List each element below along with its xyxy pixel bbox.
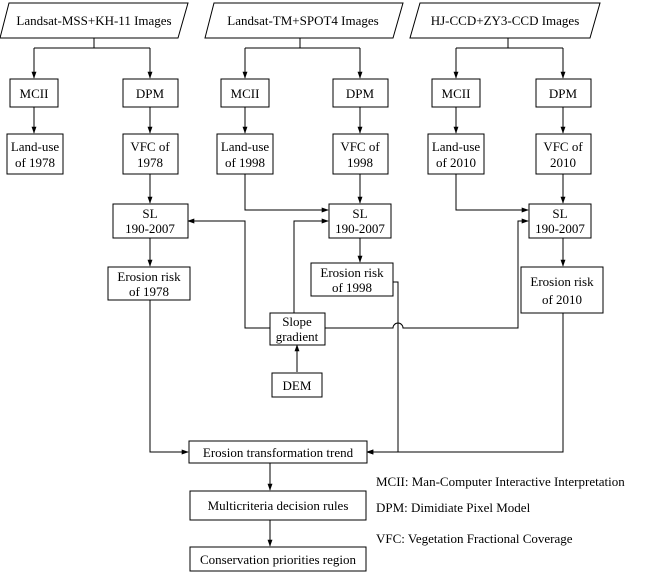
- sl-2010-line1: SL: [552, 206, 567, 221]
- dpm-node-1978: DPM: [122, 78, 179, 108]
- sl-node-1978: SL 190-2007: [112, 203, 189, 239]
- erosion-risk-2010-line1: Erosion risk: [530, 274, 594, 289]
- erosion-risk-1978-line2: of 1978: [129, 284, 169, 299]
- rules-label: Multicriteria decision rules: [208, 498, 349, 513]
- source-label-c: HJ-CCD+ZY3-CCD Images: [431, 13, 580, 28]
- mcii-node-2010: MCII: [431, 78, 481, 108]
- connectors: [31, 38, 566, 547]
- erosion-risk-node-1998: Erosion risk of 1998: [310, 262, 394, 297]
- sl-1978-line2: 190-2007: [125, 221, 175, 236]
- mcii-node-1998: MCII: [220, 78, 270, 108]
- sl-node-1998: SL 190-2007: [328, 203, 392, 239]
- source-node-b: Landsat-TM+SPOT4 Images: [204, 2, 404, 39]
- erosion-risk-2010-line2: of 2010: [542, 292, 582, 307]
- vfc-1978-line2: 1978: [137, 155, 163, 170]
- dem-label: DEM: [283, 378, 312, 393]
- legend-mcii: MCII: Man-Computer Interactive Interpret…: [376, 474, 625, 489]
- landuse-2010-line1: Land-use: [432, 139, 481, 154]
- slope-line2: gradient: [276, 329, 319, 344]
- landuse-1978-line2: of 1978: [15, 155, 55, 170]
- vfc-node-1978: VFC of 1978: [122, 133, 179, 175]
- slope-gradient-node: Slope gradient: [269, 312, 326, 346]
- dpm-label: DPM: [346, 86, 375, 101]
- sl-node-2010: SL 190-2007: [528, 203, 592, 239]
- legend: MCII: Man-Computer Interactive Interpret…: [376, 474, 625, 546]
- erosion-risk-1998-line2: of 1998: [332, 280, 372, 295]
- trend-node: Erosion transformation trend: [188, 440, 368, 464]
- landuse-node-2010: Land-use of 2010: [427, 133, 485, 175]
- landuse-2010-line2: of 2010: [436, 155, 476, 170]
- source-label-b: Landsat-TM+SPOT4 Images: [227, 13, 378, 28]
- dpm-label: DPM: [136, 86, 165, 101]
- vfc-node-1998: VFC of 1998: [332, 133, 389, 175]
- erosion-risk-1978-line1: Erosion risk: [117, 269, 181, 284]
- erosion-risk-1998-line1: Erosion risk: [320, 265, 384, 280]
- trend-label: Erosion transformation trend: [203, 445, 354, 460]
- mcii-label: MCII: [20, 86, 49, 101]
- sl-1978-line1: SL: [142, 206, 157, 221]
- legend-dpm: DPM: Dimidiate Pixel Model: [376, 500, 531, 515]
- landuse-1998-line1: Land-use: [221, 139, 270, 154]
- dpm-node-2010: DPM: [535, 78, 592, 108]
- conservation-label: Conservation priorities region: [200, 552, 356, 567]
- sl-1998-line2: 190-2007: [335, 221, 385, 236]
- legend-vfc: VFC: Vegetation Fractional Coverage: [376, 531, 573, 546]
- rules-node: Multicriteria decision rules: [189, 490, 367, 521]
- slope-line1: Slope: [282, 314, 312, 329]
- dpm-label: DPM: [549, 86, 578, 101]
- dem-node: DEM: [271, 372, 323, 398]
- erosion-risk-node-1978: Erosion risk of 1978: [107, 266, 191, 301]
- mcii-node-1978: MCII: [9, 78, 59, 108]
- sl-2010-line2: 190-2007: [535, 221, 585, 236]
- landuse-1978-line1: Land-use: [11, 139, 60, 154]
- landuse-1998-line2: of 1998: [225, 155, 265, 170]
- conservation-node: Conservation priorities region: [189, 546, 367, 572]
- landuse-node-1978: Land-use of 1978: [6, 133, 64, 175]
- vfc-1998-line1: VFC of: [340, 139, 380, 154]
- source-node-a: Landsat-MSS+KH-11 Images: [0, 2, 189, 39]
- dpm-node-1998: DPM: [332, 78, 389, 108]
- source-label-a: Landsat-MSS+KH-11 Images: [16, 13, 171, 28]
- source-node-c: HJ-CCD+ZY3-CCD Images: [409, 2, 601, 39]
- vfc-1998-line2: 1998: [347, 155, 373, 170]
- sl-1998-line1: SL: [352, 206, 367, 221]
- vfc-2010-line1: VFC of: [543, 139, 583, 154]
- landuse-node-1998: Land-use of 1998: [216, 133, 274, 175]
- vfc-node-2010: VFC of 2010: [535, 133, 592, 175]
- mcii-label: MCII: [231, 86, 260, 101]
- vfc-2010-line2: 2010: [550, 155, 576, 170]
- erosion-risk-node-2010: Erosion risk of 2010: [520, 266, 604, 314]
- vfc-1978-line1: VFC of: [130, 139, 170, 154]
- mcii-label: MCII: [442, 86, 471, 101]
